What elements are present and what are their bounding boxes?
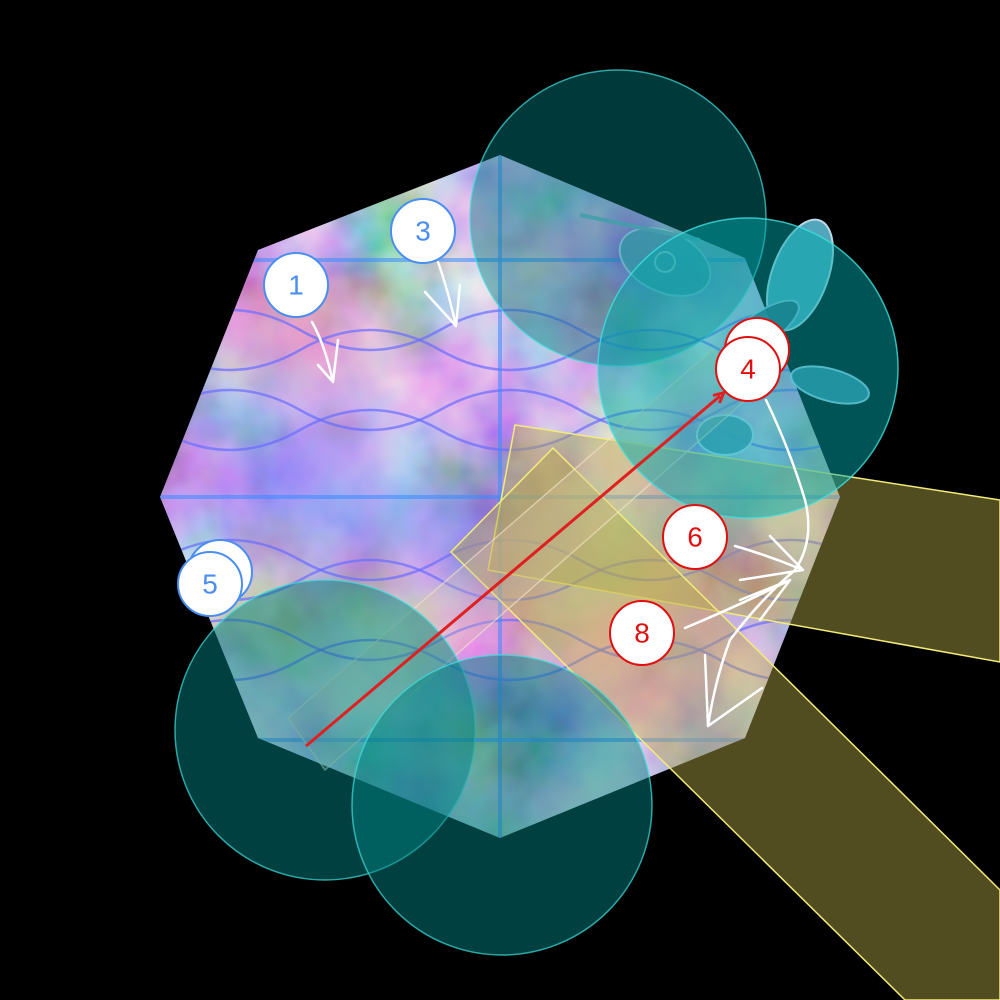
ally-token-3[interactable]: 3 (390, 198, 456, 264)
enemy-token-8[interactable]: 8 (609, 600, 675, 666)
enemy-token-6[interactable]: 6 (662, 504, 728, 570)
drawn-arrow-6 (733, 534, 805, 582)
drawn-arrow-8 (683, 578, 792, 630)
drawn-squiggle (703, 398, 810, 728)
drawn-arrow-1 (310, 320, 340, 384)
enemy-token-4-label: 4 (740, 354, 756, 385)
ally-token-5-label: 5 (202, 569, 218, 600)
movement-arrow[interactable] (305, 396, 720, 748)
enemy-token-6-label: 6 (687, 522, 703, 553)
freehand-drawings (310, 260, 810, 728)
aura-circle-bottom[interactable] (351, 654, 653, 956)
aura-effects (174, 69, 899, 956)
enemy-token-8-label: 8 (634, 618, 650, 649)
ally-token-5[interactable]: 5 (177, 539, 253, 617)
ally-token-1-label: 1 (288, 270, 304, 301)
ally-token-3-label: 3 (415, 216, 431, 247)
line-template-southeast[interactable] (449, 446, 1000, 1000)
enemy-token-4[interactable]: 4 (715, 317, 790, 402)
drawn-arrow-3 (423, 260, 462, 328)
ally-token-1[interactable]: 1 (263, 252, 329, 318)
